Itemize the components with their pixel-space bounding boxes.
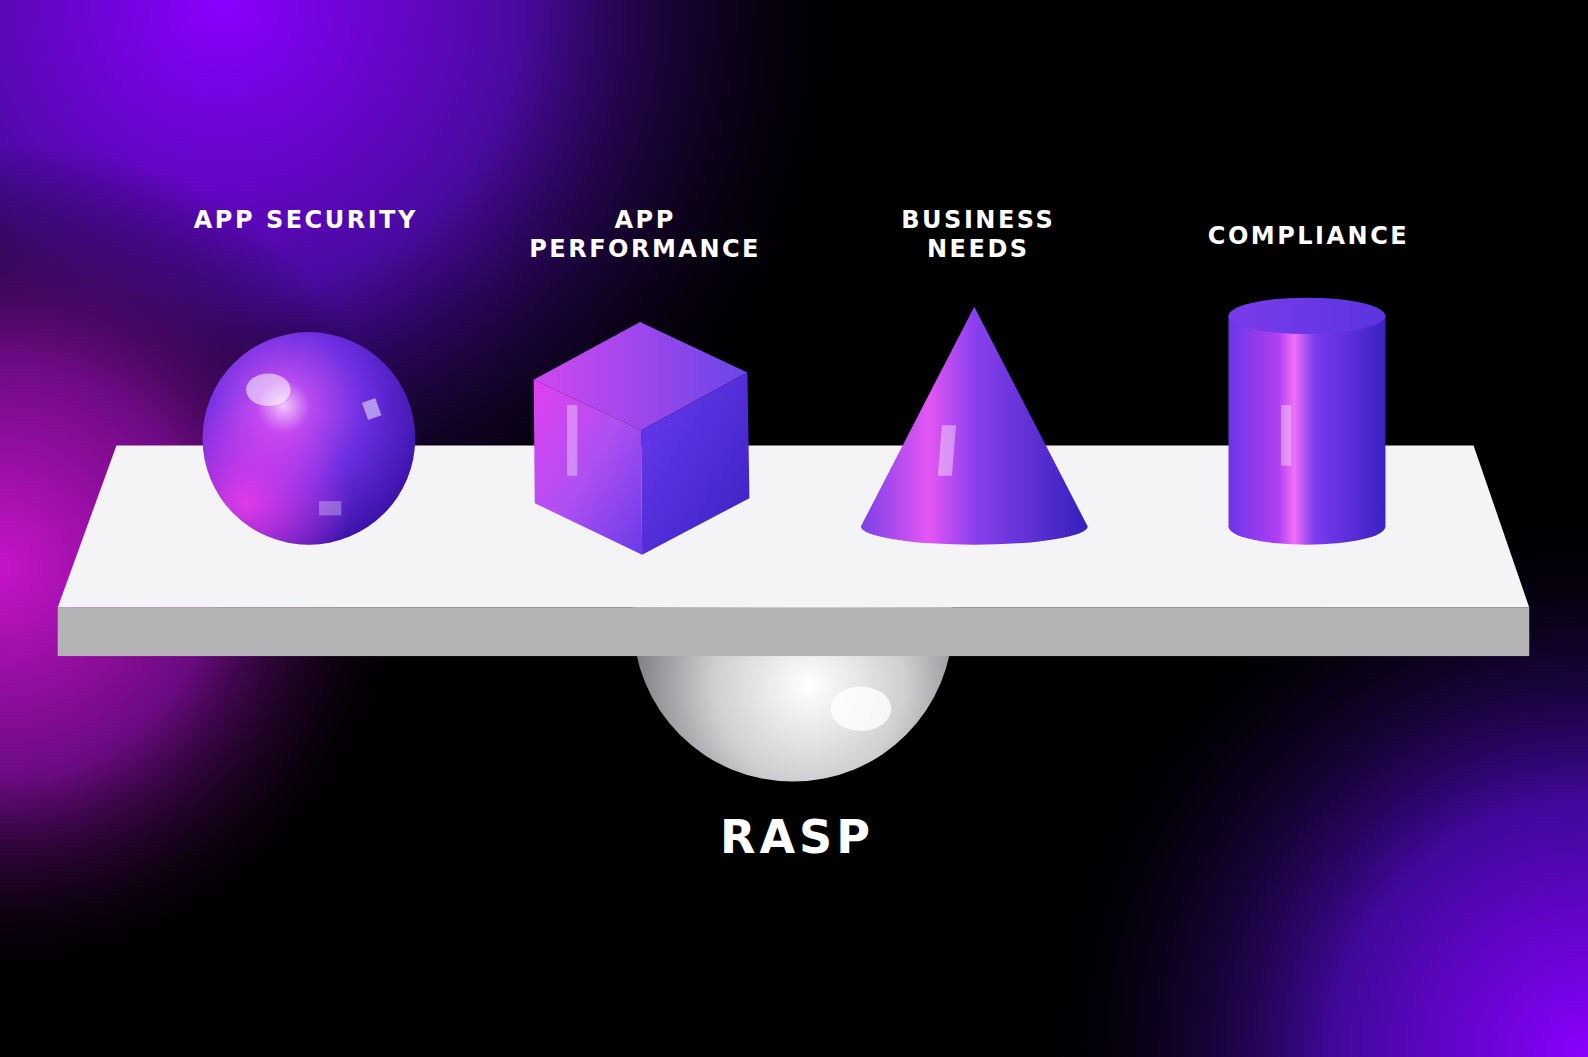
category-label: BUSINESS NEEDS xyxy=(852,206,1105,264)
category-label: APP PERFORMANCE xyxy=(493,206,797,264)
category-label: COMPLIANCE xyxy=(1141,222,1475,251)
fulcrum-label: RASP xyxy=(645,810,949,864)
category-label: APP SECURITY xyxy=(189,206,422,235)
